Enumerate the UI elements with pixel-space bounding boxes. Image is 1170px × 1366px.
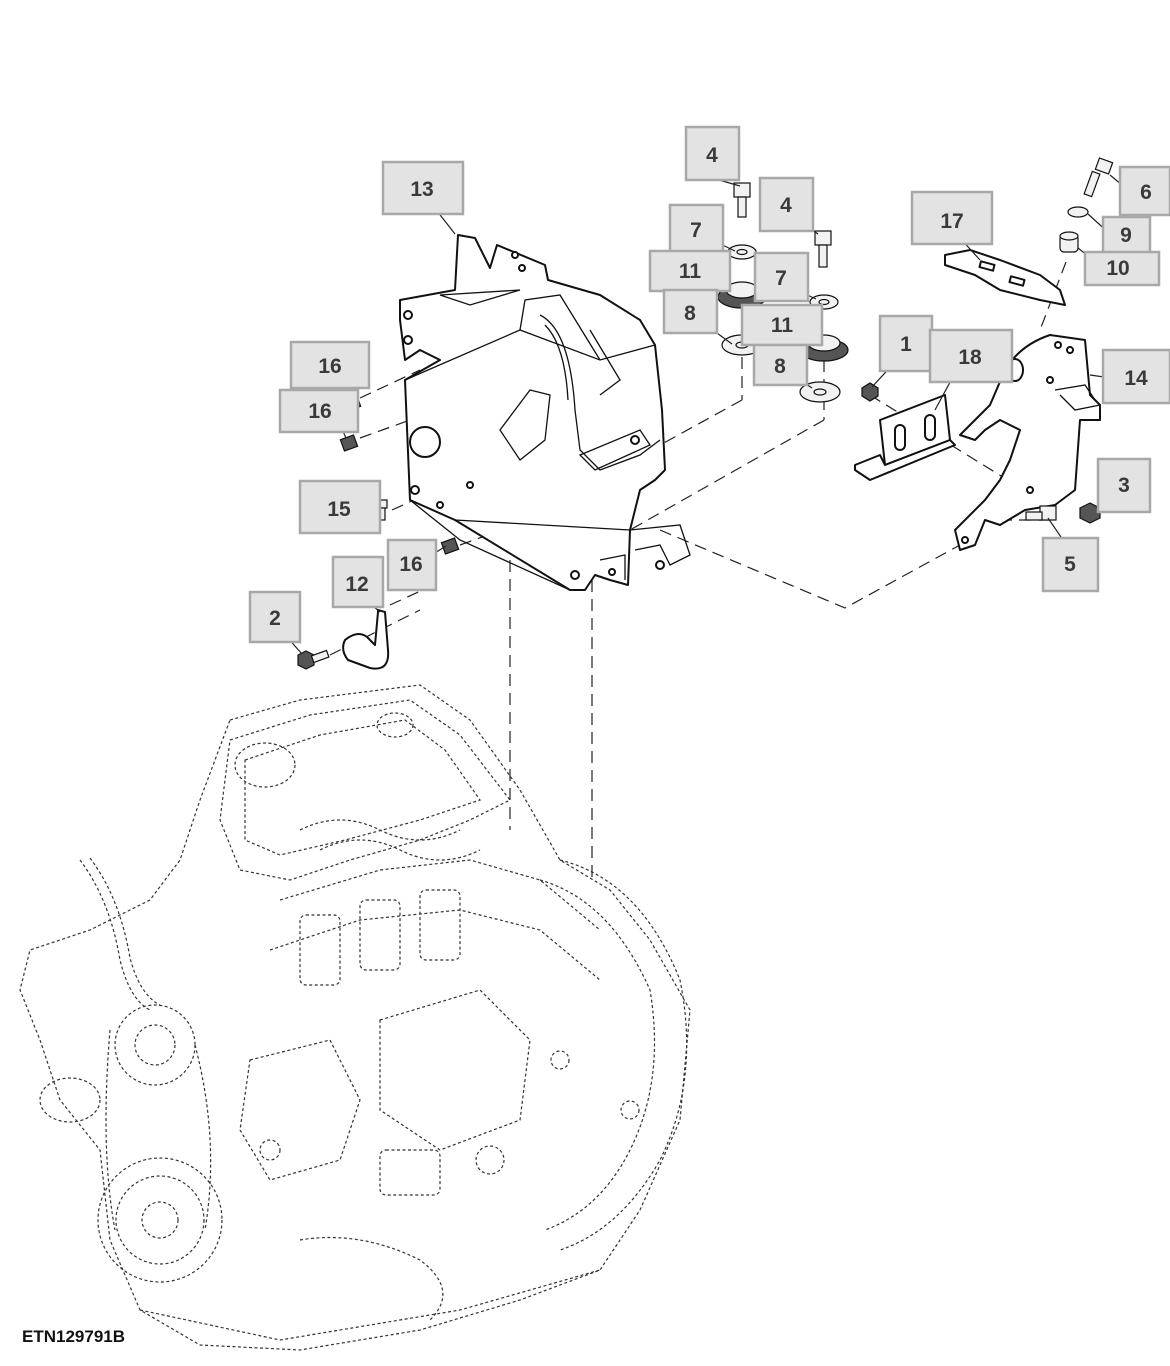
callout-label: 5	[1064, 553, 1076, 576]
callout-label: 4	[706, 144, 718, 167]
callout-label: 11	[771, 314, 794, 337]
callout-label: 16	[399, 553, 422, 576]
callout-10: 10	[1083, 250, 1161, 287]
main-mounting-bracket	[399, 234, 691, 591]
callout-label: 8	[684, 302, 696, 325]
callout-label: 15	[327, 498, 351, 521]
callout-label: 11	[679, 260, 702, 283]
callout-label: 18	[958, 346, 982, 369]
callout-label: 16	[308, 400, 331, 423]
callout-label: 13	[410, 178, 433, 201]
figure-id: ETN129791B	[22, 1327, 126, 1346]
callout-5: 5	[1041, 536, 1100, 593]
callout-9: 9	[1101, 215, 1152, 255]
callout-7b: 7	[753, 251, 810, 303]
callout-6: 6	[1118, 165, 1170, 217]
callout-13: 13	[381, 160, 465, 216]
callout-11a: 11	[648, 249, 732, 293]
callout-label: 4	[780, 194, 792, 217]
callout-label: 9	[1120, 224, 1132, 247]
callout-8b: 8	[752, 343, 809, 387]
callout-2: 2	[248, 590, 302, 644]
callout-label: 7	[690, 219, 702, 242]
callout-16a: 16	[289, 340, 371, 390]
callout-label: 14	[1124, 367, 1148, 390]
callout-14: 14	[1101, 348, 1170, 405]
angle-bracket-part-18	[854, 394, 956, 481]
callout-17: 17	[910, 190, 994, 246]
callout-11b: 11	[740, 303, 824, 347]
callout-1: 1	[878, 314, 934, 373]
callout-15: 15	[298, 479, 382, 535]
callout-3: 3	[1096, 457, 1152, 514]
engine-phantom-outline	[19, 684, 691, 1351]
callout-16b: 16	[278, 388, 360, 434]
callout-label: 3	[1118, 474, 1130, 497]
callout-label: 12	[345, 573, 368, 596]
callout-label: 1	[900, 333, 912, 356]
callout-12: 12	[331, 555, 385, 609]
callout-label: 7	[775, 267, 787, 290]
callout-label: 6	[1140, 181, 1152, 204]
callout-label: 2	[269, 607, 281, 630]
callout-7a: 7	[668, 203, 725, 255]
callout-18: 18	[928, 328, 1014, 384]
callout-label: 8	[774, 355, 786, 378]
callout-4b: 4	[758, 176, 815, 233]
callout-4a: 4	[684, 125, 741, 182]
callout-8a: 8	[662, 288, 719, 335]
plate-part-17	[944, 249, 1066, 306]
clamp-part-12	[342, 609, 390, 670]
callout-label: 16	[318, 355, 341, 378]
callout-label: 17	[940, 210, 963, 233]
callout-label: 10	[1106, 257, 1129, 280]
callout-16c: 16	[386, 538, 438, 592]
